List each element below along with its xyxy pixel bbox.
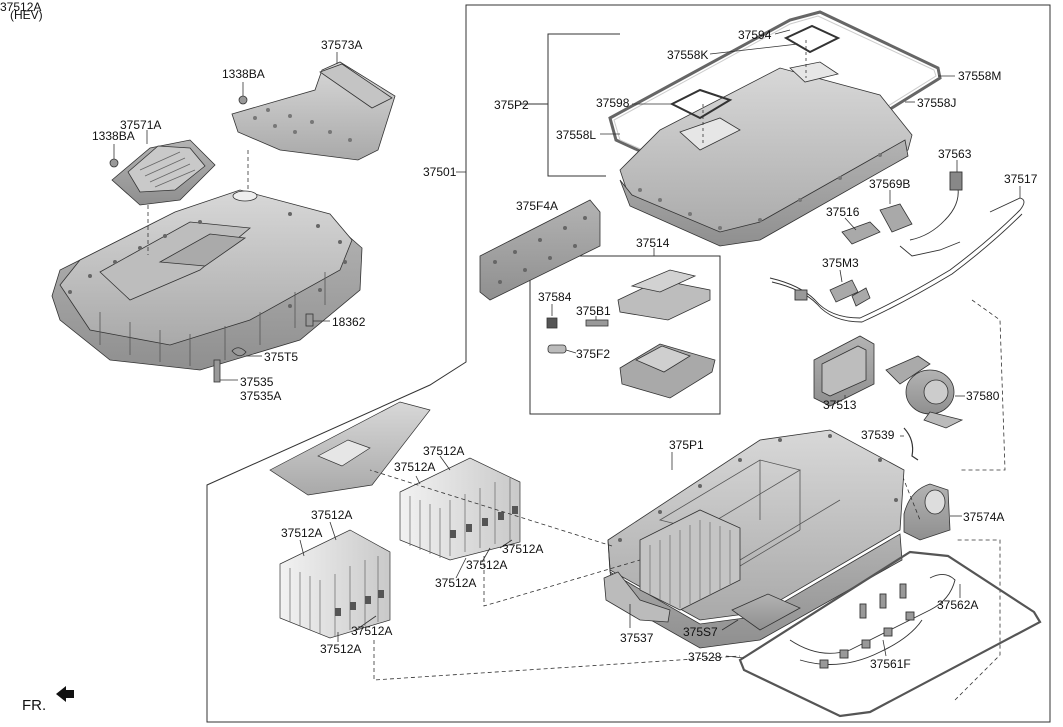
variant-label: (HEV)	[10, 8, 43, 22]
leader-lines-upper	[600, 29, 955, 145]
front-direction-label: FR.	[22, 697, 47, 714]
part-label-p37569B: 37569B	[869, 177, 911, 191]
leader-lines-left	[113, 52, 466, 381]
part-label-p37535: 37535	[240, 375, 274, 389]
part-label-p37512A_7: 37512A	[435, 576, 477, 590]
part-label-p37558L: 37558L	[556, 128, 597, 142]
part-label-p37512A_5: 37512A	[502, 542, 544, 556]
part-label-p375P1: 375P1	[669, 438, 704, 452]
part-label-p37517: 37517	[1004, 172, 1038, 186]
part-label-p37512A_1: 37512A	[423, 444, 465, 458]
part-label-p37558K: 37558K	[667, 48, 709, 62]
part-label-p37571A: 37571A	[120, 118, 162, 132]
part-label-p37528: 37528	[688, 650, 722, 664]
duct-37574A	[903, 483, 951, 541]
relay-assembly-37514	[546, 269, 716, 399]
part-label-p37501: 37501	[423, 165, 457, 179]
part-label-p37574A: 37574A	[963, 510, 1005, 524]
part-label-p37594: 37594	[738, 28, 772, 42]
gasket-37528	[738, 550, 1042, 718]
part-label-p375F4A: 375F4A	[516, 199, 559, 213]
part-label-p37512A_10: 37512A	[0, 0, 42, 14]
brackets-37516-37569B	[829, 203, 913, 307]
plate-375F4A	[479, 199, 601, 301]
part-label-p375S7: 375S7	[683, 625, 718, 639]
leader-lines-harness	[839, 160, 1021, 283]
part-label-p1338BA_b: 1338BA	[92, 129, 135, 143]
frame-lines	[206, 4, 1051, 723]
bracket-37537	[603, 571, 671, 623]
module-37513	[813, 335, 875, 407]
leader-lines-37514	[551, 248, 655, 354]
cover-375S7	[731, 593, 801, 631]
part-label-p37580: 37580	[966, 389, 1000, 403]
part-label-p37562A: 37562A	[937, 598, 979, 612]
sensor-37539	[903, 427, 919, 461]
leader-lines-modules	[299, 455, 741, 681]
part-label-p37512A_4: 37512A	[281, 526, 323, 540]
part-label-p37539: 37539	[861, 428, 895, 442]
fasteners-left	[109, 95, 314, 383]
part-label-p37513: 37513	[823, 398, 857, 412]
part-label-p37512A_9: 37512A	[320, 642, 362, 656]
part-label-p37516: 37516	[826, 205, 860, 219]
part-label-p37558M: 37558M	[958, 69, 1002, 83]
bracket-37573A	[231, 61, 396, 161]
part-label-p37512A_3: 37512A	[311, 508, 353, 522]
battery-pack-assembly	[51, 189, 363, 371]
harness-37561F	[789, 574, 956, 669]
cover-37571A	[111, 139, 216, 206]
cell-modules-37512A	[269, 401, 521, 639]
part-label-p375T5: 375T5	[264, 350, 299, 364]
part-label-p18362: 18362	[332, 315, 366, 329]
part-label-p37558J: 37558J	[917, 96, 957, 110]
upper-cover-assembly	[608, 10, 942, 247]
part-label-p37598: 37598	[596, 96, 630, 110]
part-label-p37584: 37584	[538, 290, 572, 304]
part-label-p37535A: 37535A	[240, 389, 282, 403]
part-label-p375M3: 375M3	[822, 256, 859, 270]
part-label-p37514: 37514	[636, 236, 670, 250]
wiring-harness-37517	[769, 171, 1025, 323]
part-label-p37561F: 37561F	[870, 657, 911, 671]
part-label-p37512A_6: 37512A	[466, 558, 508, 572]
part-label-p37563: 37563	[938, 147, 972, 161]
part-label-p375P2: 375P2	[494, 98, 529, 112]
part-label-p375B1: 375B1	[576, 304, 611, 318]
blower-37580	[885, 355, 964, 429]
leader-lines-bottom	[629, 452, 961, 659]
lower-tray-375P1	[607, 429, 905, 649]
front-arrow-icon	[56, 686, 74, 702]
part-label-p1338BA_a: 1338BA	[222, 67, 265, 81]
part-label-p37512A_8: 37512A	[351, 624, 393, 638]
part-label-p37512A_2: 37512A	[394, 460, 436, 474]
part-label-p37537: 37537	[620, 631, 654, 645]
part-label-p375F2: 375F2	[576, 347, 611, 361]
part-label-p37573A: 37573A	[321, 38, 363, 52]
